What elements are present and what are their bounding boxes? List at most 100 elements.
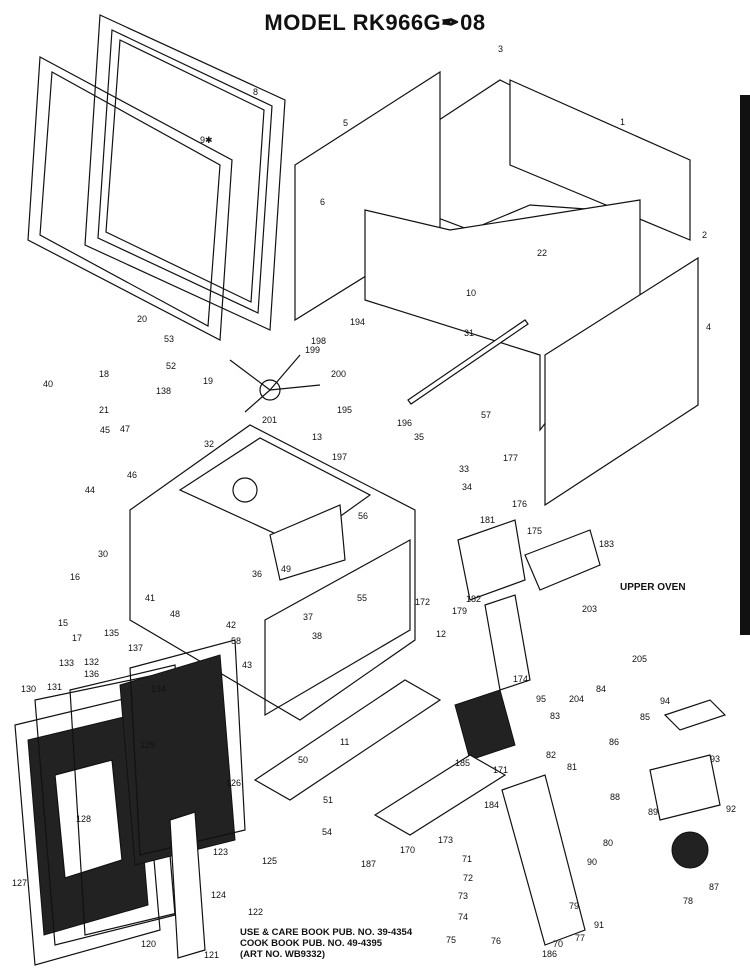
part-number-label: 5 bbox=[343, 118, 348, 128]
part-number-label: 48 bbox=[170, 609, 180, 619]
part-number-label: 33 bbox=[459, 464, 469, 474]
part-number-label: 46 bbox=[127, 470, 137, 480]
part-number-label: 35 bbox=[414, 432, 424, 442]
part-number-label: 30 bbox=[98, 549, 108, 559]
part-number-label: 132 bbox=[84, 657, 99, 667]
bottom-pan-51 bbox=[253, 679, 442, 801]
oven-cavity bbox=[129, 424, 416, 721]
part-number-label: 43 bbox=[242, 660, 252, 670]
part-number-label: 86 bbox=[609, 737, 619, 747]
part-number-label: 54 bbox=[322, 827, 332, 837]
part-number-label: 72 bbox=[463, 873, 473, 883]
part-number-label: 78 bbox=[683, 896, 693, 906]
control-panel-70 bbox=[501, 774, 586, 946]
part-number-label: 32 bbox=[204, 439, 214, 449]
part-number-label: 21 bbox=[99, 405, 109, 415]
part-number-label: 91 bbox=[594, 920, 604, 930]
side-panel-1 bbox=[509, 79, 691, 241]
part-number-label: 126 bbox=[226, 778, 241, 788]
fan-blade-200 bbox=[229, 354, 321, 413]
part-number-label: 77 bbox=[575, 933, 585, 943]
strip-31 bbox=[407, 319, 529, 405]
part-number-label: 138 bbox=[156, 386, 171, 396]
part-number-label: 20 bbox=[137, 314, 147, 324]
part-number-label: 31 bbox=[464, 328, 474, 338]
part-number-label: 130 bbox=[21, 684, 36, 694]
part-number-label: 198 bbox=[311, 336, 326, 346]
part-number-label: 8 bbox=[253, 87, 258, 97]
part-number-label: 36 bbox=[252, 569, 262, 579]
part-number-label: 94 bbox=[660, 696, 670, 706]
part-number-label: 38 bbox=[312, 631, 322, 641]
part-number-label: 170 bbox=[400, 845, 415, 855]
part-number-label: 184 bbox=[484, 800, 499, 810]
publication-notes: USE & CARE BOOK PUB. NO. 39-4354 COOK BO… bbox=[240, 927, 412, 960]
part-number-label: 10 bbox=[466, 288, 476, 298]
part-number-label: 80 bbox=[603, 838, 613, 848]
part-number-label: 40 bbox=[43, 379, 53, 389]
model-title: MODEL RK966G✒08 bbox=[264, 10, 486, 35]
part-number-label: 81 bbox=[567, 762, 577, 772]
part-number-label: 196 bbox=[397, 418, 412, 428]
part-number-label: 58 bbox=[231, 636, 241, 646]
part-number-label: 181 bbox=[480, 515, 495, 525]
part-number-label: 44 bbox=[85, 485, 95, 495]
part-number-label: 127 bbox=[12, 878, 27, 888]
part-number-label: 185 bbox=[455, 758, 470, 768]
part-number-label: 1 bbox=[620, 117, 625, 127]
part-number-label: 134 bbox=[151, 684, 166, 694]
upper-oven-label: UPPER OVEN bbox=[620, 582, 686, 593]
part-number-label: 199 bbox=[305, 345, 320, 355]
part-number-label: 136 bbox=[84, 669, 99, 679]
part-number-label: 87 bbox=[709, 882, 719, 892]
part-number-label: 19 bbox=[203, 376, 213, 386]
part-number-label: 56 bbox=[358, 511, 368, 521]
part-number-label: 49 bbox=[281, 564, 291, 574]
part-number-label: 129 bbox=[140, 740, 155, 750]
part-number-label: 95 bbox=[536, 694, 546, 704]
part-number-label: 122 bbox=[248, 907, 263, 917]
part-number-label: 182 bbox=[466, 594, 481, 604]
bracket-94 bbox=[663, 699, 727, 731]
part-number-label: 51 bbox=[323, 795, 333, 805]
part-number-label: 74 bbox=[458, 912, 468, 922]
part-number-label: 34 bbox=[462, 482, 472, 492]
part-number-label: 42 bbox=[226, 620, 236, 630]
part-number-label: 201 bbox=[262, 415, 277, 425]
part-number-label: 172 bbox=[415, 597, 430, 607]
part-number-label: 71 bbox=[462, 854, 472, 864]
part-number-label: 85 bbox=[640, 712, 650, 722]
part-number-label: 76 bbox=[491, 936, 501, 946]
part-number-label: 55 bbox=[357, 593, 367, 603]
part-number-label: 187 bbox=[361, 859, 376, 869]
page-edge-bar bbox=[740, 95, 750, 635]
part-number-label: 125 bbox=[262, 856, 277, 866]
part-number-label: 4 bbox=[706, 322, 711, 332]
part-number-label: 50 bbox=[298, 755, 308, 765]
part-number-label: 175 bbox=[527, 526, 542, 536]
part-number-label: 16 bbox=[70, 572, 80, 582]
part-number-label: 83 bbox=[550, 711, 560, 721]
part-number-label: 137 bbox=[128, 643, 143, 653]
part-number-label: 88 bbox=[610, 792, 620, 802]
part-number-label: 47 bbox=[120, 424, 130, 434]
door-assembly bbox=[14, 639, 246, 966]
part-number-label: 205 bbox=[632, 654, 647, 664]
part-number-label: 75 bbox=[446, 935, 456, 945]
motor-87 bbox=[671, 831, 709, 869]
plate-170 bbox=[373, 754, 507, 836]
part-number-label: 18 bbox=[99, 369, 109, 379]
part-number-label: 173 bbox=[438, 835, 453, 845]
part-number-label: 9✱ bbox=[200, 135, 213, 145]
part-number-label: 52 bbox=[166, 361, 176, 371]
part-number-label: 128 bbox=[76, 814, 91, 824]
part-number-label: 15 bbox=[58, 618, 68, 628]
part-number-label: 11 bbox=[340, 737, 349, 747]
part-number-label: 186 bbox=[542, 949, 557, 959]
part-number-label: 179 bbox=[452, 606, 467, 616]
part-number-label: 89 bbox=[648, 807, 658, 817]
part-number-label: 124 bbox=[211, 890, 226, 900]
cover-183 bbox=[524, 529, 601, 591]
